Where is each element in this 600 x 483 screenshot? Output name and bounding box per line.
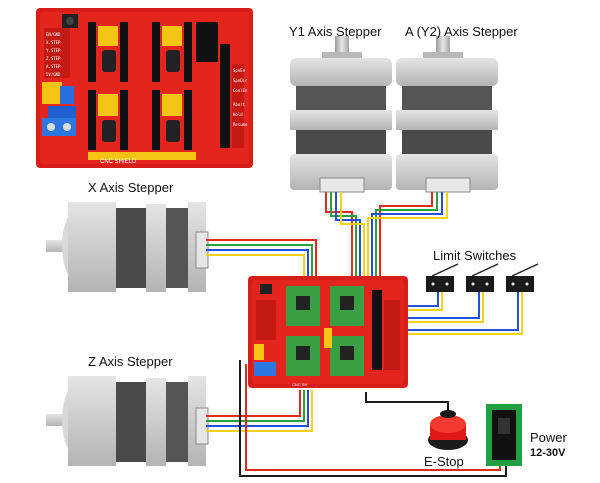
svg-text:Abort: Abort: [233, 102, 246, 107]
power-label: Power: [530, 430, 567, 445]
z-stepper-motor: [46, 376, 209, 466]
limit-switch-2: [466, 263, 499, 292]
svg-text:SpnDir: SpnDir: [233, 78, 248, 83]
cnc-shield-board-small: CNC SH: [248, 276, 408, 388]
limit-switch-1: [426, 263, 459, 292]
svg-text:Hold: Hold: [233, 112, 243, 117]
svg-text:Resume: Resume: [233, 122, 248, 127]
y1-stepper-label: Y1 Axis Stepper: [289, 24, 382, 39]
board-silkscreen-small: CNC SH: [292, 382, 307, 387]
a-y2-stepper-motor: [396, 36, 498, 193]
a-stepper-label: A (Y2) Axis Stepper: [405, 24, 518, 39]
board-silkscreen-label: CNC SHIELD: [100, 159, 137, 165]
cnc-shield-board-large: EN/GND X.STEP Y.STEP Z.STEP A.STEP 5V/GN…: [36, 8, 253, 168]
z-stepper-label: Z Axis Stepper: [88, 354, 173, 369]
x-stepper-label: X Axis Stepper: [88, 180, 174, 195]
y1-stepper-motor: [290, 36, 392, 193]
svg-text:X.STEP: X.STEP: [46, 40, 61, 45]
svg-text:CoolEn: CoolEn: [233, 88, 248, 93]
power-switch: [486, 404, 522, 466]
wires: [206, 192, 523, 477]
svg-text:Z.STEP: Z.STEP: [46, 56, 61, 61]
power-range-label: 12-30V: [530, 447, 566, 459]
estop-button: [428, 410, 468, 450]
limit-switch-3: [506, 263, 539, 292]
svg-text:SpnEn: SpnEn: [233, 68, 246, 73]
svg-text:5V/GND: 5V/GND: [46, 72, 61, 77]
svg-text:EN/GND: EN/GND: [46, 32, 61, 37]
svg-text:A.STEP: A.STEP: [46, 64, 61, 69]
limit-switches-label: Limit Switches: [433, 248, 517, 263]
x-stepper-motor: [46, 202, 209, 292]
estop-label: E-Stop: [424, 454, 464, 469]
svg-text:Y.STEP: Y.STEP: [46, 48, 61, 53]
